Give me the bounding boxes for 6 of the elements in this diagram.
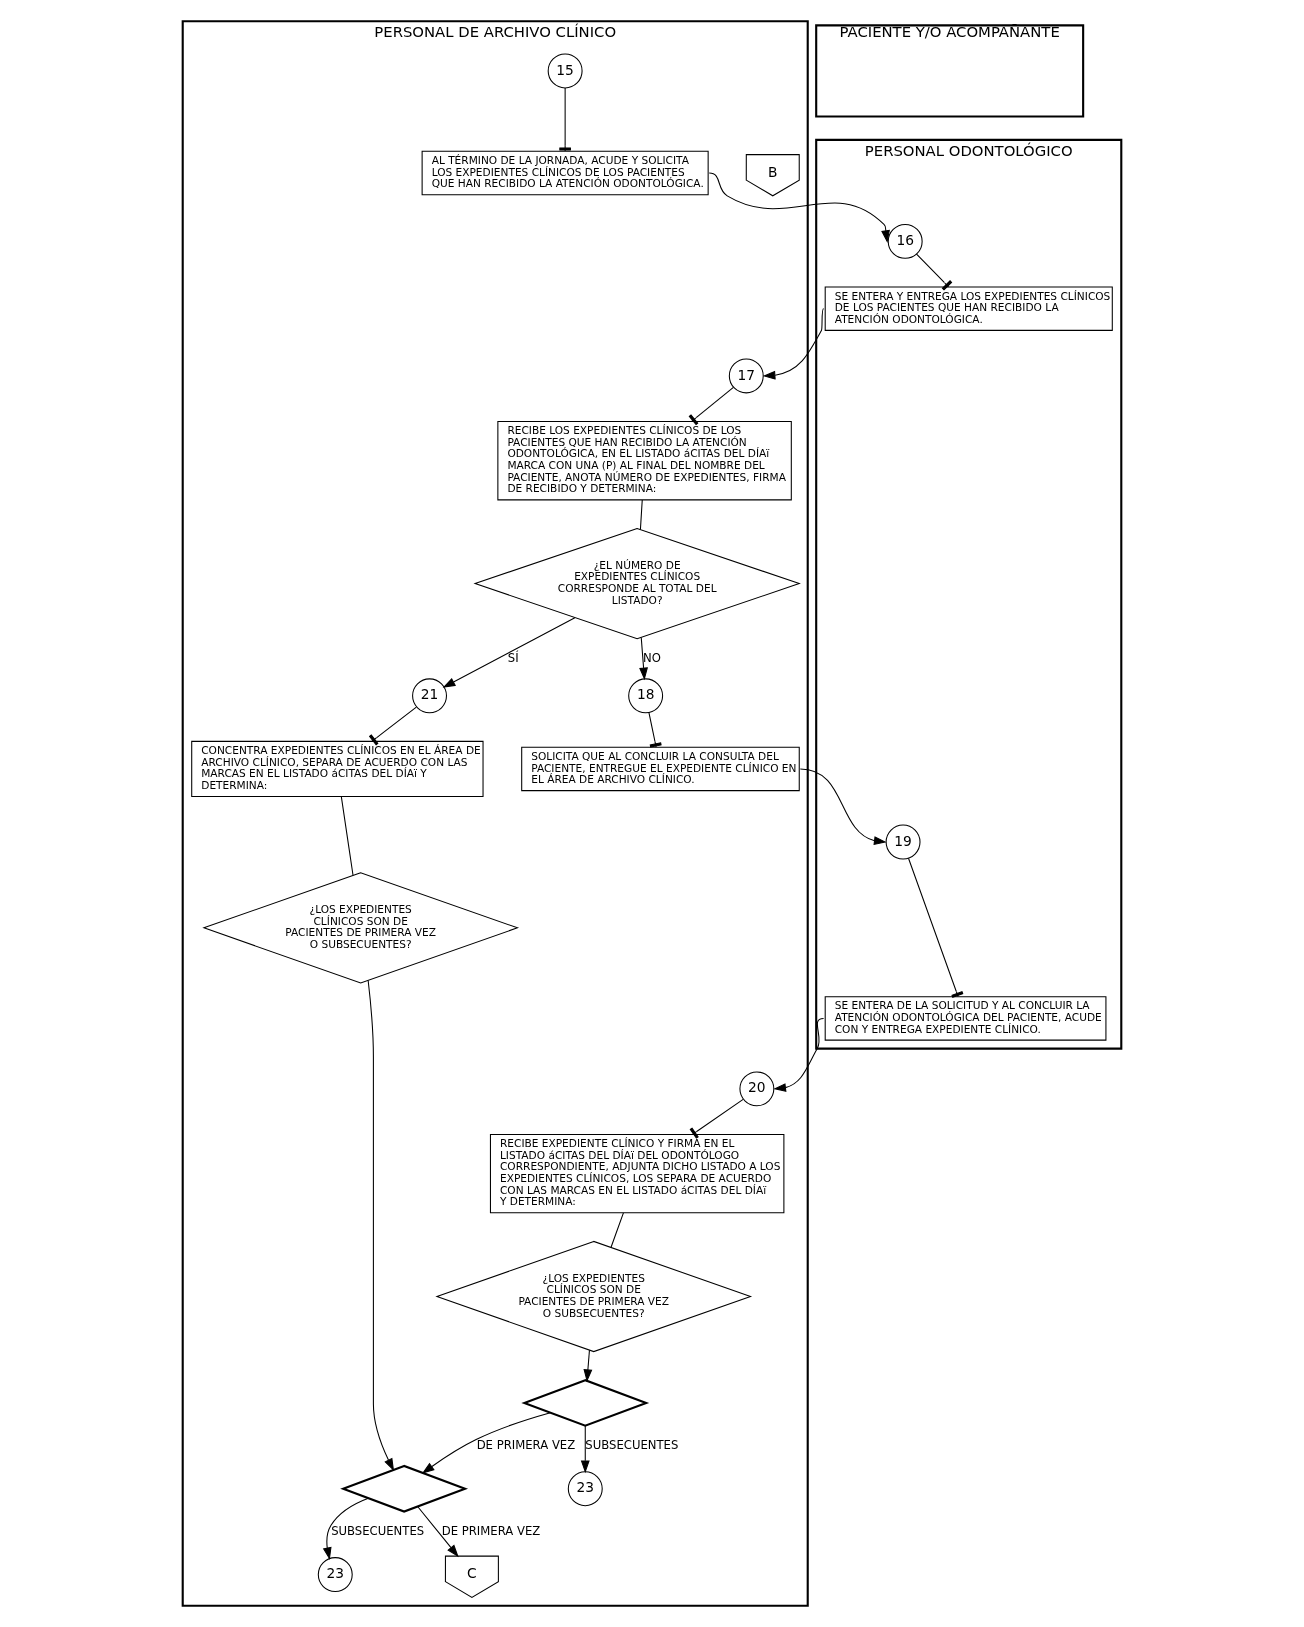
edge-label: DE PRIMERA VEZ — [441, 1523, 541, 1538]
edge-label: SUBSECUENTES — [585, 1437, 679, 1452]
edge-label: NO — [643, 650, 661, 665]
edge-label: DE PRIMERA VEZ — [476, 1437, 576, 1452]
edge-label: SÍ — [507, 650, 519, 665]
edge-label: SUBSECUENTES — [331, 1523, 425, 1538]
